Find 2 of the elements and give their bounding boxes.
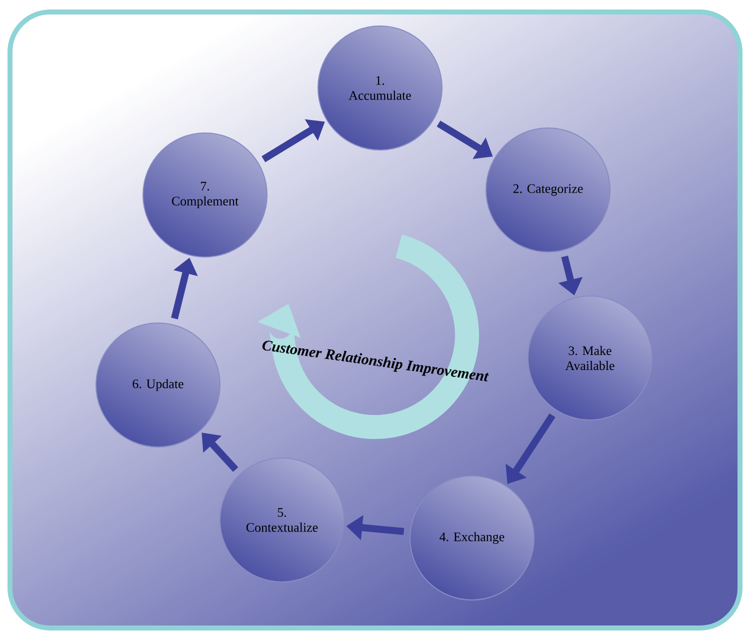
arrow-caption: Customer Relationship Improvement — [262, 340, 489, 382]
block-arrow — [202, 432, 238, 472]
